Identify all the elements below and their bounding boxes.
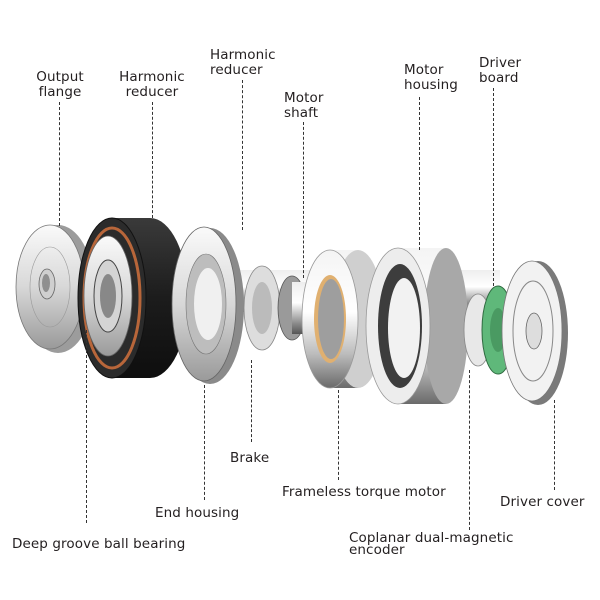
label-output-flange: Output flange [36, 69, 84, 100]
end-housing-part [171, 226, 244, 384]
label-deep-groove-ball-bearing: Deep groove ball bearing [12, 536, 186, 552]
label-coplanar-encoder: Coplanar dual-magnetic encoder [349, 530, 514, 558]
label-harmonic-reducer-2: Harmonic reducer [210, 47, 276, 78]
leader-coplanar-encoder [469, 370, 470, 530]
leader-motor-housing [419, 97, 420, 250]
output-flange-part [15, 224, 94, 353]
leader-motor-shaft [303, 122, 304, 278]
label-harmonic-reducer-1: Harmonic reducer [119, 69, 185, 100]
label-brake: Brake [230, 450, 270, 466]
label-frameless-torque-motor: Frameless torque motor [282, 484, 446, 500]
leader-end-housing [204, 385, 205, 500]
harmonic-reducer-part [77, 217, 188, 379]
leader-driver-board [493, 88, 494, 286]
leader-output-flange [59, 102, 60, 226]
brake-part [243, 265, 281, 351]
label-motor-shaft: Motor shaft [284, 90, 324, 121]
label-driver-cover: Driver cover [500, 494, 585, 510]
label-driver-board: Driver board [479, 55, 522, 86]
leader-frameless-torque-motor [338, 390, 339, 480]
leader-harmonic-reducer-2 [242, 80, 243, 230]
leader-deep-groove-ball-bearing [86, 330, 87, 523]
label-motor-housing: Motor housing [404, 62, 458, 93]
label-end-housing: End housing [155, 505, 240, 521]
driver-cover-part [501, 260, 568, 405]
leader-driver-cover [554, 400, 555, 490]
motor-housing-part [365, 247, 468, 405]
leader-brake [251, 360, 252, 442]
leader-harmonic-reducer-1 [152, 102, 153, 218]
